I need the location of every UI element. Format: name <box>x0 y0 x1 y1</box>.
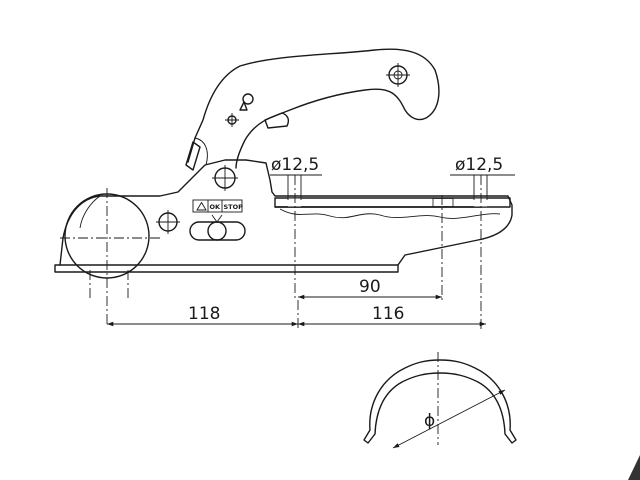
ball-cup-diameter-label: ϕ <box>424 411 435 431</box>
housing-inner-curve <box>79 195 101 229</box>
housing-outline <box>59 159 513 266</box>
pivot-pin-cross <box>212 165 238 191</box>
ball-cup-shell <box>363 359 517 444</box>
hole-right-gap <box>474 198 487 207</box>
coupling-body: OK STOP <box>54 159 513 325</box>
indicator-stop-label: STOP <box>224 203 244 211</box>
handle-outline <box>187 48 440 169</box>
dimension-hole-right: ø12,5 <box>450 155 515 200</box>
handle-inner-edge <box>194 137 208 166</box>
dimension-116: 116 <box>298 304 486 327</box>
drawbar-section <box>274 197 511 219</box>
ball-cup-diameter-line <box>392 389 506 449</box>
hole-left-gap <box>288 198 301 207</box>
dimension-118: 118 <box>107 304 298 327</box>
dimension-hole-left-label: ø12,5 <box>271 155 319 175</box>
slot-gap <box>432 198 454 207</box>
base-plate <box>54 264 399 273</box>
safety-knob <box>189 214 246 241</box>
ball-shank <box>89 270 129 300</box>
dimension-90: 90 <box>298 277 442 300</box>
break-line <box>279 208 501 219</box>
ball-cup-section: ϕ <box>363 352 517 449</box>
dimension-hole-right-label: ø12,5 <box>455 155 503 175</box>
dimension-116-label: 116 <box>372 304 404 324</box>
wear-indicator: OK STOP <box>192 199 244 213</box>
coupling-handle <box>185 48 440 171</box>
ball-centerlines <box>60 188 160 325</box>
dimension-90-label: 90 <box>359 277 381 297</box>
keyhole-icon <box>242 93 254 105</box>
dimension-hole-left: ø12,5 <box>270 155 322 200</box>
handle-latch <box>264 112 290 129</box>
handle-stop <box>185 141 201 171</box>
side-bolt-cross <box>156 210 180 234</box>
corner-fragment <box>628 455 640 480</box>
indicator-ok-label: OK <box>210 203 222 211</box>
dimension-118-label: 118 <box>188 304 220 324</box>
warning-triangle-icon <box>196 201 207 211</box>
